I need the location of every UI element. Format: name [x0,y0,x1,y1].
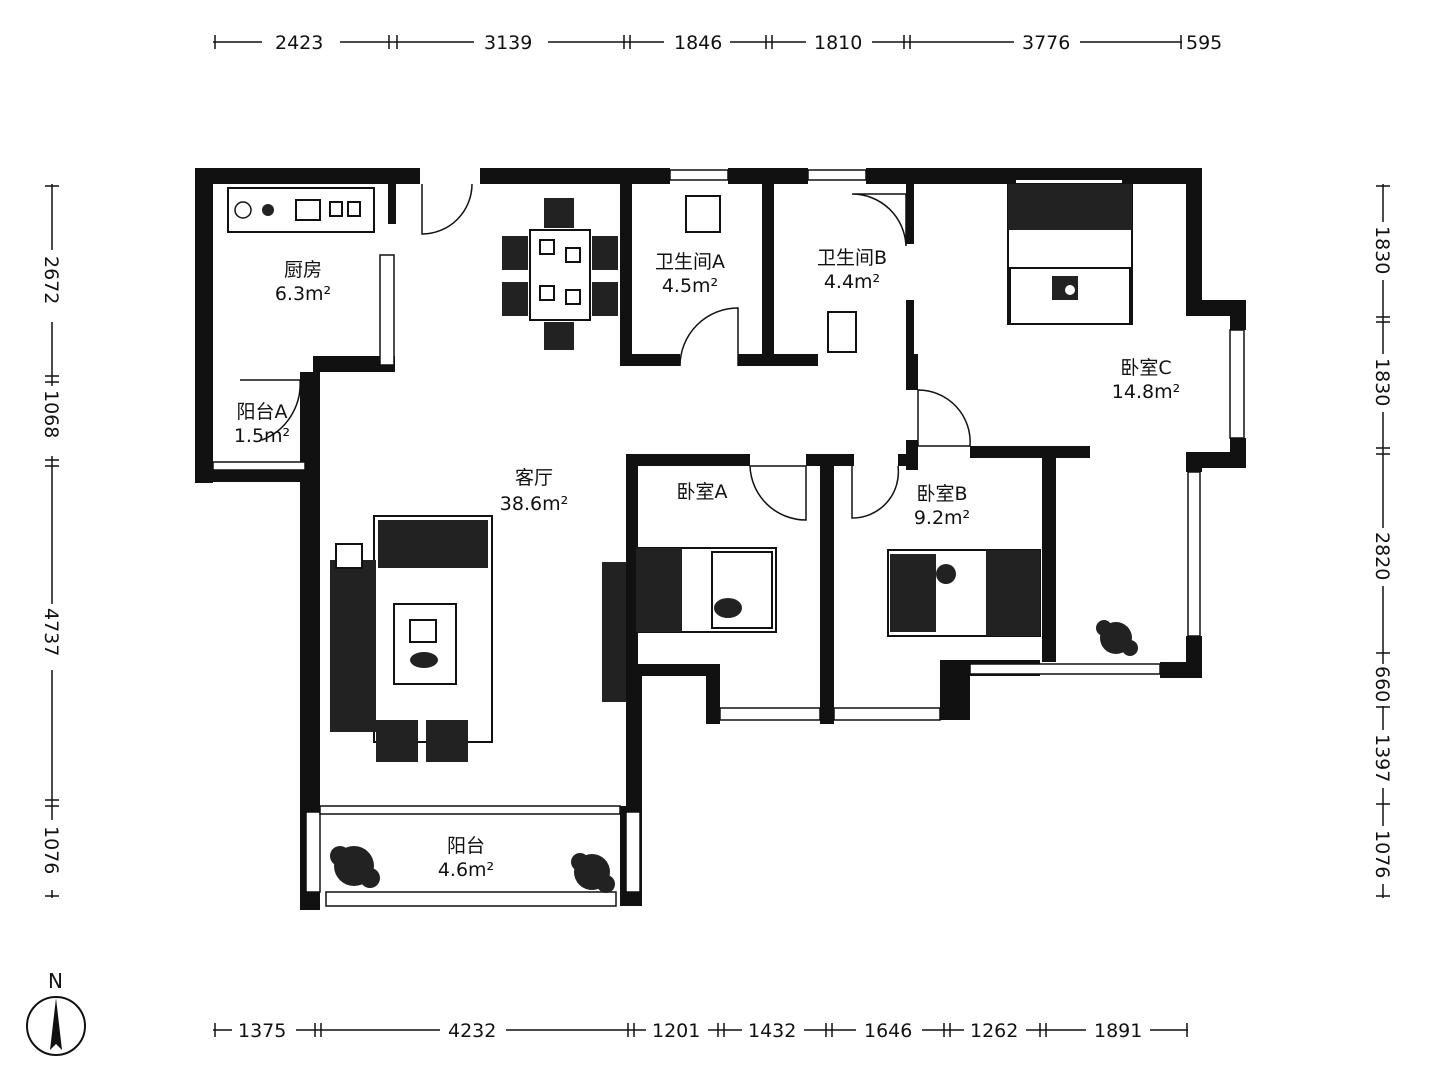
bottom-dimension-line: 1375 4232 1201 1432 1646 1262 1891 [213,1018,1188,1042]
toilet-b [827,311,857,353]
balcony-area: 4.6m² [438,859,494,881]
tv-cabinet [602,562,626,702]
bedroom-c-area: 14.8m² [1112,381,1180,403]
dining-table [502,198,618,350]
compass: N [26,969,86,1056]
living-name: 客厅 [515,467,553,489]
right-dim-5: 1397 [1371,734,1393,782]
left-dim-2: 1068 [40,390,62,438]
toilet-a [685,195,721,233]
bottom-dim-1: 1375 [238,1020,286,1042]
top-dim-1: 2423 [275,32,323,54]
living-area: 38.6m² [500,493,568,515]
bed-a [635,547,777,633]
top-dim-4: 1810 [814,32,862,54]
right-dim-2: 1830 [1371,358,1393,406]
plant-icon [1096,620,1138,656]
bed-b [887,549,1041,637]
left-dim-1: 2672 [40,256,62,304]
room-labels: 厨房 6.3m² 阳台A 1.5m² 卫生间A 4.5m² 卫生间B 4.4m²… [234,247,1180,881]
sofa-set [330,515,493,762]
compass-north-label: N [48,969,63,993]
bottom-dim-7: 1891 [1094,1020,1142,1042]
plant-icon [330,846,380,888]
balcony-a-name: 阳台A [237,401,288,423]
top-dim-6: 595 [1186,32,1222,54]
windows [212,169,1245,907]
bottom-dim-3: 1201 [652,1020,700,1042]
balcony-name: 阳台 [447,835,485,857]
bedroom-a-name: 卧室A [677,481,728,503]
bottom-dim-4: 1432 [748,1020,796,1042]
kitchen-counter [227,187,375,233]
walls [195,168,1246,910]
kitchen-area: 6.3m² [275,283,331,305]
right-dim-6: 1076 [1371,830,1393,878]
left-dimension-line: 2672 1068 4737 1076 [40,184,64,898]
top-dimension-line: 2423 3139 1846 1810 3776 595 [213,30,1228,54]
bed-c [1007,183,1133,325]
right-dim-1: 1830 [1371,226,1393,274]
plant-icon [571,853,615,893]
right-dimension-line: 1830 1830 2820 660 1397 1076 [1371,184,1395,898]
right-dim-3: 2820 [1371,532,1393,580]
bottom-dim-6: 1262 [970,1020,1018,1042]
bottom-dim-2: 4232 [448,1020,496,1042]
bedroom-c-name: 卧室C [1120,357,1171,379]
bottom-dim-5: 1646 [864,1020,912,1042]
left-dim-4: 1076 [40,826,62,874]
bath-b-area: 4.4m² [824,271,880,293]
bath-a-area: 4.5m² [662,275,718,297]
left-dim-3: 4737 [40,608,62,656]
bath-a-name: 卫生间A [655,251,725,273]
bedroom-b-name: 卧室B [916,483,967,505]
doors [240,183,971,521]
kitchen-name: 厨房 [284,259,322,281]
bath-b-name: 卫生间B [817,247,887,269]
top-dim-2: 3139 [484,32,532,54]
right-dim-4: 660 [1371,666,1393,702]
top-dim-3: 1846 [674,32,722,54]
balcony-a-area: 1.5m² [234,425,290,447]
bedroom-b-area: 9.2m² [914,507,970,529]
top-dim-5: 3776 [1022,32,1070,54]
